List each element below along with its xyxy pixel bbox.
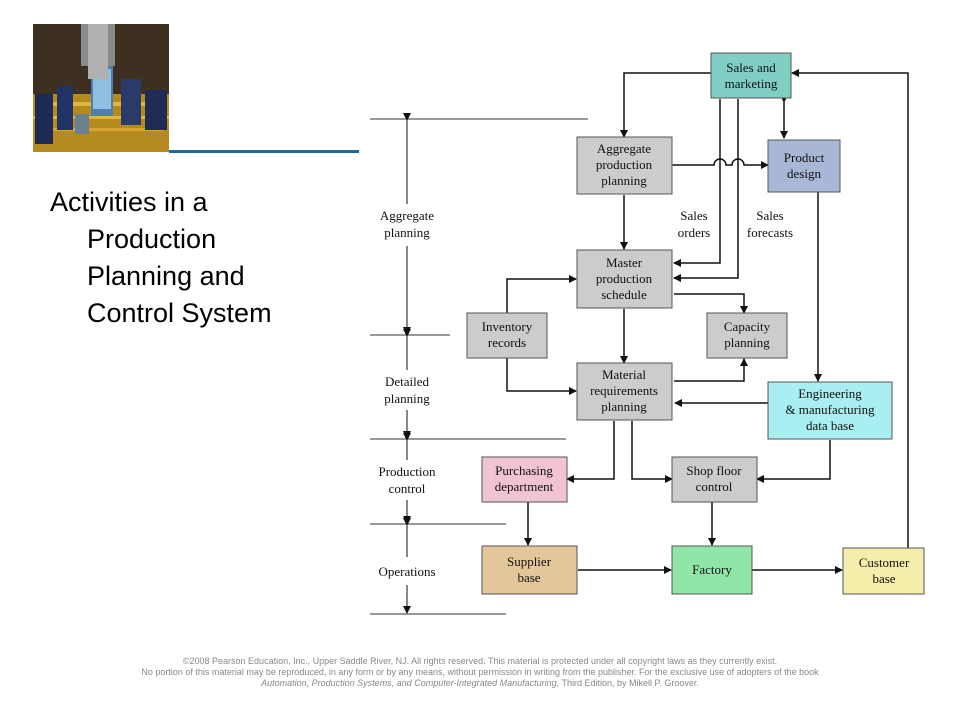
box-text: Supplier <box>507 554 552 569</box>
box-text: & manufacturing <box>785 402 875 417</box>
box-text: base <box>872 571 895 586</box>
connector-master-to-capacity <box>674 293 748 314</box>
box-text: schedule <box>601 287 647 302</box>
box-text: marketing <box>725 76 778 91</box>
connector-customer-to-sales <box>791 69 909 548</box>
footer-edition: Third Edition, by Mikell P. Groover. <box>559 678 699 688</box>
box-factory: Factory <box>671 545 753 595</box>
box-text: Capacity <box>724 319 771 334</box>
box-capacity-planning: Capacity planning <box>706 312 788 359</box>
connector-mrp-to-purchasing <box>566 421 615 483</box>
box-purchasing-department: Purchasing department <box>481 456 568 503</box>
level-label-production: control <box>389 481 426 496</box>
box-customer-base: Customer base <box>842 547 925 595</box>
footer-line: No portion of this material may be repro… <box>141 667 819 677</box>
level-label-production: Production <box>378 464 436 479</box>
box-text: Material <box>602 367 646 382</box>
box-text: records <box>488 335 526 350</box>
box-bg <box>466 312 548 359</box>
box-bg <box>576 362 673 421</box>
box-shop-floor-control: Shop floor control <box>671 456 758 503</box>
footer-book-title: Automation, Production Systems, and Comp… <box>261 678 560 688</box>
label-sales-forecasts: Sales <box>756 208 783 223</box>
box-text: Product <box>784 150 825 165</box>
connector-inventory-to-master <box>506 275 577 313</box>
box-text: planning <box>724 335 770 350</box>
box-master-production-schedule: Master production schedule <box>576 249 673 309</box>
connector-mrp-to-shopfloor <box>631 421 673 483</box>
label-sales-orders: orders <box>678 225 711 240</box>
box-text: planning <box>601 399 647 414</box>
box-text: Sales and <box>726 60 776 75</box>
box-text: Factory <box>692 562 732 577</box>
title-line: Activities in a <box>50 187 208 217</box>
box-text: design <box>787 166 821 181</box>
box-text: Shop floor <box>686 463 742 478</box>
box-bg <box>671 456 758 503</box>
box-inventory-records: Inventory records <box>466 312 548 359</box>
copyright-footer: ©2008 Pearson Education, Inc., Upper Sad… <box>0 656 960 689</box>
box-sales-marketing: Sales and marketing <box>710 52 792 99</box>
box-text: data base <box>806 418 854 433</box>
box-bg <box>576 249 673 309</box>
slide-title: Activities in a Production Planning and … <box>50 184 340 332</box>
accent-rule <box>169 150 359 153</box>
box-aggregate-production-planning: Aggregate production planning <box>576 136 673 195</box>
box-engineering-data-base: Engineering & manufacturing data base <box>767 381 893 440</box>
level-label-detailed: Detailed <box>385 374 430 389</box>
connector-aggregate-product <box>666 158 769 169</box>
box-text: Aggregate <box>597 141 651 156</box>
box-text: base <box>517 570 540 585</box>
box-bg <box>671 545 753 595</box>
label-sales-orders: Sales <box>680 208 707 223</box>
title-line: Production <box>87 224 217 254</box>
box-bg <box>767 139 841 193</box>
connector-engineering-to-shopfloor <box>756 440 831 483</box>
footer-line: ©2008 Pearson Education, Inc., Upper Sad… <box>182 656 778 666</box>
level-label-detailed: planning <box>384 391 430 406</box>
connector-sales-orders <box>673 99 721 267</box>
box-text: requirements <box>590 383 658 398</box>
box-text: Purchasing <box>495 463 553 478</box>
level-label-aggregate: Aggregate <box>380 208 434 223</box>
level-label-operations: Operations <box>378 564 435 579</box>
connector-sales-forecasts <box>673 99 739 282</box>
box-text: production <box>596 271 653 286</box>
connector-inventory-to-mrp <box>506 358 577 395</box>
box-material-requirements-planning: Material requirements planning <box>576 362 673 421</box>
box-text: production <box>596 157 653 172</box>
box-text: Engineering <box>798 386 862 401</box>
box-bg <box>710 52 792 99</box>
box-supplier-base: Supplier base <box>481 545 578 595</box>
level-label-aggregate: planning <box>384 225 430 240</box>
footer-line: Automation, Production Systems, and Comp… <box>0 678 960 689</box>
box-bg <box>706 312 788 359</box>
box-bg <box>842 547 925 595</box>
box-bg <box>767 381 893 440</box>
header-photo <box>33 24 169 152</box>
connector-sales-to-aggregate <box>620 72 711 138</box>
box-bg <box>481 545 578 595</box>
box-bg <box>481 456 568 503</box>
box-text: control <box>696 479 733 494</box>
box-product-design: Product design <box>767 139 841 193</box>
box-text: Inventory <box>482 319 533 334</box>
box-bg <box>576 136 673 195</box>
title-line: Planning and <box>87 261 245 291</box>
box-text: Master <box>606 255 643 270</box>
box-text: department <box>495 479 554 494</box>
label-sales-forecasts: forecasts <box>747 225 793 240</box>
connector-mrp-to-capacity <box>674 358 748 382</box>
level-separators <box>370 118 588 615</box>
box-text: Customer <box>859 555 910 570</box>
box-text: planning <box>601 173 647 188</box>
title-line: Control System <box>87 298 272 328</box>
